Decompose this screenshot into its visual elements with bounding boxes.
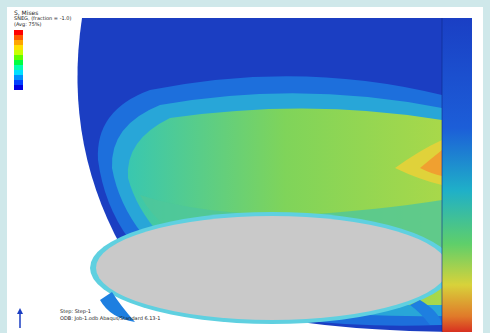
color-bar [14,30,23,90]
legend-heading: (Avg: 75%) [14,22,42,28]
footer-note: ODB: Job-1.odb Abaqus/Standard 6.13-1 [60,316,161,322]
axis-triad [17,308,23,328]
footer-note: Step: Step-1 [60,309,91,315]
legend-heading: SNEG, (fraction = -1.0) [14,16,71,22]
